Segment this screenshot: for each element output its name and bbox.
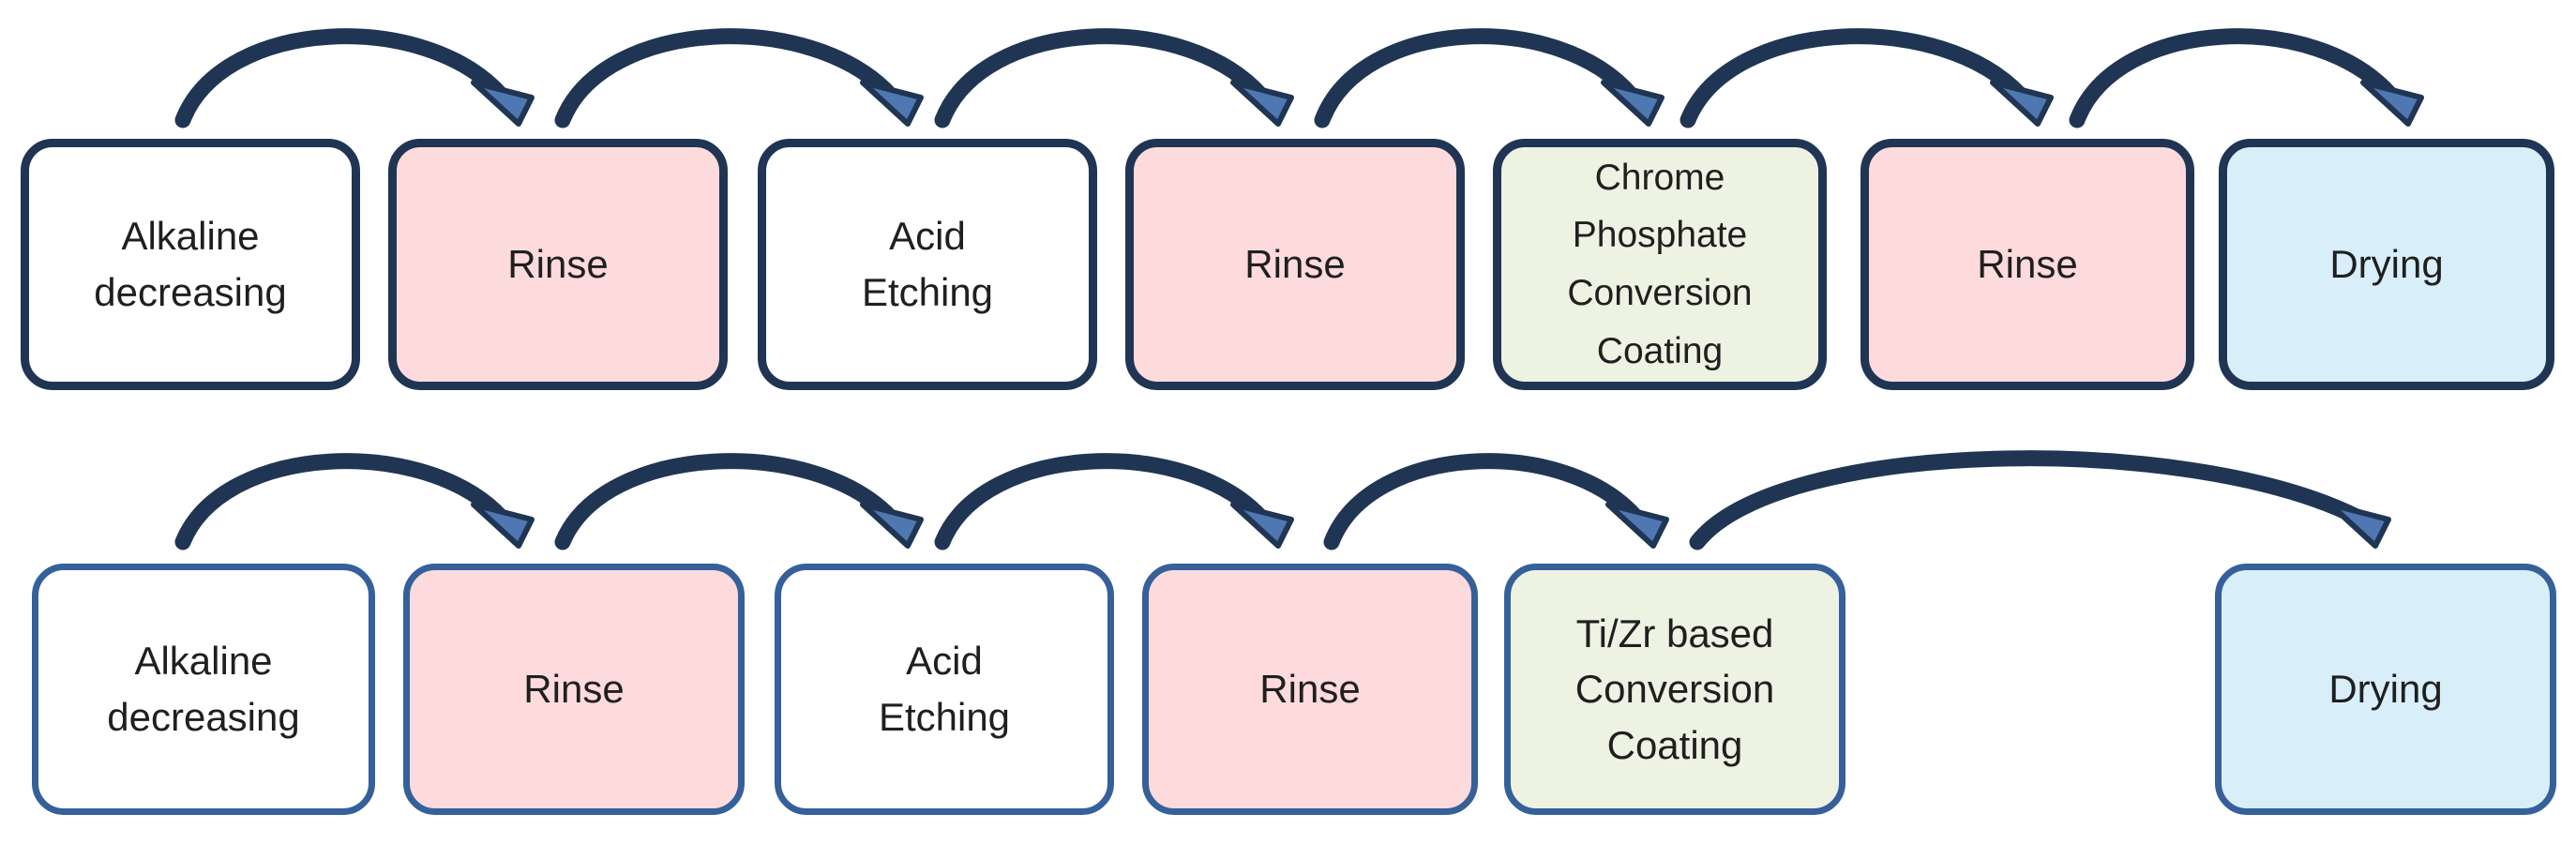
step-acid-etching: Acid Etching	[758, 139, 1097, 390]
step-drying: Drying	[2215, 564, 2556, 815]
step-drying: Drying	[2219, 139, 2554, 390]
row1-arrow-3	[934, 28, 1294, 128]
row1-arrow-5	[1680, 28, 2054, 128]
step-label: Rinse	[507, 242, 609, 287]
row1-arrow-6	[2069, 28, 2424, 128]
step-rinse: Rinse	[1860, 139, 2194, 390]
step-label: Drying	[2329, 242, 2444, 287]
row2-arrow-2	[554, 453, 924, 550]
step-label: Acid Etching	[878, 639, 1011, 739]
row1-arrow-1	[174, 28, 535, 128]
step-label: Ti/Zr based Conversion Coating	[1574, 610, 1775, 767]
step-label: Rinse	[1259, 667, 1361, 712]
step-rinse: Rinse	[1125, 139, 1465, 390]
step-label: Alkaline decreasing	[107, 639, 300, 739]
step-label: Chrome Phosphate Conversion Coating	[1567, 157, 1753, 371]
row2-arrow-5	[1689, 450, 2391, 550]
step-acid-etching: Acid Etching	[775, 564, 1114, 815]
row2-arrow-1	[174, 453, 535, 550]
step-rinse: Rinse	[1142, 564, 1478, 815]
step-chrome-phosphate-conversion-coating: Chrome Phosphate Conversion Coating	[1493, 139, 1827, 390]
step-label: Rinse	[1977, 242, 2078, 287]
row1-arrow-2	[554, 28, 924, 128]
step-alkaline-decreasing: Alkaline decreasing	[21, 139, 360, 390]
step-label: Alkaline decreasing	[94, 214, 287, 314]
step-rinse: Rinse	[388, 139, 728, 390]
step-ti-zr-conversion-coating: Ti/Zr based Conversion Coating	[1504, 564, 1845, 815]
step-label: Rinse	[1244, 242, 1346, 287]
step-alkaline-decreasing: Alkaline decreasing	[32, 564, 375, 815]
row2-arrow-4	[1323, 453, 1669, 550]
step-label: Rinse	[523, 667, 625, 712]
step-label: Acid Etching	[861, 214, 994, 314]
step-rinse: Rinse	[403, 564, 745, 815]
row1-arrow-4	[1314, 28, 1665, 128]
row2-arrow-3	[934, 453, 1294, 550]
step-label: Drying	[2328, 667, 2443, 712]
